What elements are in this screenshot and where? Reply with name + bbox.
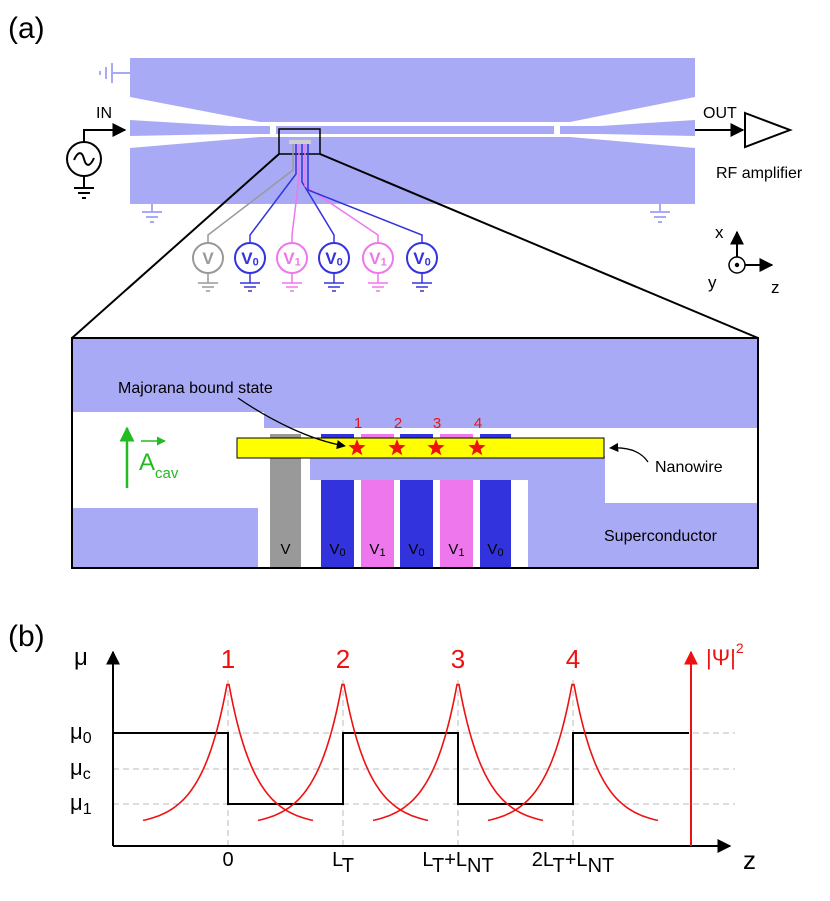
- voltage-source-label: V1: [369, 249, 387, 269]
- wavefunction-peak: [487, 683, 659, 822]
- ground-icon-bottom-left: [142, 204, 162, 223]
- zoom-ground-bottom-left: [72, 508, 258, 568]
- x-tick-label: LT+LNT: [422, 849, 493, 877]
- gate-electrode: [480, 480, 511, 568]
- wavefunction-peak: [142, 683, 314, 822]
- y-axis-label: μ: [74, 644, 88, 671]
- gate-wire: [291, 144, 300, 243]
- axis-z-label: z: [771, 278, 780, 297]
- voltage-source-label: V0: [241, 249, 259, 269]
- majorana-label: Majorana bound state: [118, 380, 273, 397]
- gate-wire: [307, 144, 423, 243]
- ground-plane-bottom: [130, 137, 695, 204]
- star-number: 3: [433, 415, 441, 432]
- majorana-star-icon: [388, 439, 406, 456]
- nanowire-label: Nanowire: [655, 459, 723, 476]
- potential-profile: [113, 732, 689, 805]
- gate-label: V0: [329, 541, 345, 559]
- star-number: 2: [394, 415, 402, 432]
- center-conductor: [276, 126, 554, 134]
- majorana-star-icon: [348, 439, 366, 456]
- gate-label: V: [280, 541, 290, 558]
- psi-axis-label: |Ψ|2: [706, 640, 744, 670]
- star-number: 4: [474, 415, 482, 432]
- gate-electrode: [361, 480, 394, 568]
- majorana-star-icon: [468, 439, 486, 456]
- potential-plot: μ z |Ψ|2 μ0 μc μ1 0 LT LT+LNT 2LT+LNT 1 2 3 4: [70, 640, 756, 877]
- gate-label: V1: [448, 541, 464, 559]
- gate-electrode-top: [361, 434, 394, 440]
- y-tick-label: μ0: [70, 719, 92, 747]
- zoom-center-conductor: [264, 412, 758, 428]
- ground-icon-source: [74, 187, 94, 199]
- coordinate-axes: x y z: [708, 223, 780, 297]
- nanowire: [236, 437, 605, 459]
- gate-wire: [301, 144, 335, 243]
- field-label: Acav: [139, 449, 179, 482]
- voltage-source-label: V0: [413, 249, 431, 269]
- gate-electrode: [440, 480, 473, 568]
- majorana-stars: 1 2 3 4: [348, 415, 486, 456]
- nanowire-pointer: [609, 442, 649, 463]
- ac-source: IN: [66, 105, 127, 199]
- ground-icon-bottom-right: [650, 204, 670, 223]
- peak-number: 4: [566, 644, 580, 674]
- peak-number: 1: [221, 644, 235, 674]
- wavefunction-peak: [257, 683, 429, 822]
- amplifier-icon: [744, 111, 793, 149]
- gate-label: V0: [408, 541, 424, 559]
- panel-b-label: (b): [8, 620, 45, 653]
- ground-plane-top: [130, 58, 695, 122]
- voltage-source-label: V: [202, 249, 214, 268]
- zoom-ground-top: [72, 338, 758, 412]
- zoom-frame: [71, 337, 759, 569]
- peak-number: 2: [336, 644, 350, 674]
- y-tick-label: μ1: [70, 790, 92, 818]
- star-number: 1: [354, 415, 362, 432]
- zoom-line-right: [319, 153, 759, 339]
- gate-voltage-sources: V V0 V1 V0 V1 V0: [192, 144, 438, 292]
- y-tick-label: μc: [70, 755, 91, 783]
- gate-electrode: [400, 480, 433, 568]
- resonator-chip: [99, 58, 695, 223]
- voltage-source-label: V0: [325, 249, 343, 269]
- gate-wire: [304, 144, 379, 243]
- panel-a-label: (a): [8, 12, 45, 45]
- gate-label: V0: [487, 541, 503, 559]
- amplifier-label: RF amplifier: [716, 165, 803, 182]
- majorana-star-icon: [427, 439, 445, 456]
- superconductor: [310, 456, 758, 568]
- wavefunction-peak: [372, 683, 544, 822]
- rf-output: OUT RF amplifier: [695, 105, 803, 182]
- x-tick-label: LT: [332, 849, 354, 877]
- gate-electrode-top: [400, 434, 433, 440]
- center-conductor-right: [560, 120, 695, 136]
- zoomed-device: V V0 V1 V0 V1 V0 1 2 3 4 Majorana bound state Na…: [71, 337, 759, 569]
- gate-label: V1: [369, 541, 385, 559]
- ground-icon-top: [99, 63, 130, 83]
- peak-number: 3: [451, 644, 465, 674]
- axis-x-label: x: [715, 223, 724, 242]
- gate-electrode-top: [440, 434, 473, 440]
- x-axis-label: z: [743, 845, 756, 875]
- axis-y-label: y: [708, 273, 717, 292]
- gate-electrode-top: [480, 434, 511, 440]
- gate-wire: [249, 144, 297, 243]
- output-label: OUT: [703, 105, 737, 122]
- superconductor-label: Superconductor: [604, 528, 718, 545]
- input-label: IN: [96, 105, 112, 122]
- majorana-pointer: [237, 397, 346, 450]
- gate-electrode: [321, 480, 354, 568]
- gate-electrode-top: [321, 434, 354, 440]
- voltage-source-label: V1: [283, 249, 301, 269]
- center-conductor-left: [130, 120, 270, 136]
- zoom-line-left: [71, 153, 280, 339]
- gate-wire: [207, 144, 294, 243]
- x-tick-label: 0: [222, 849, 233, 871]
- x-tick-label: 2LT+LNT: [532, 849, 614, 877]
